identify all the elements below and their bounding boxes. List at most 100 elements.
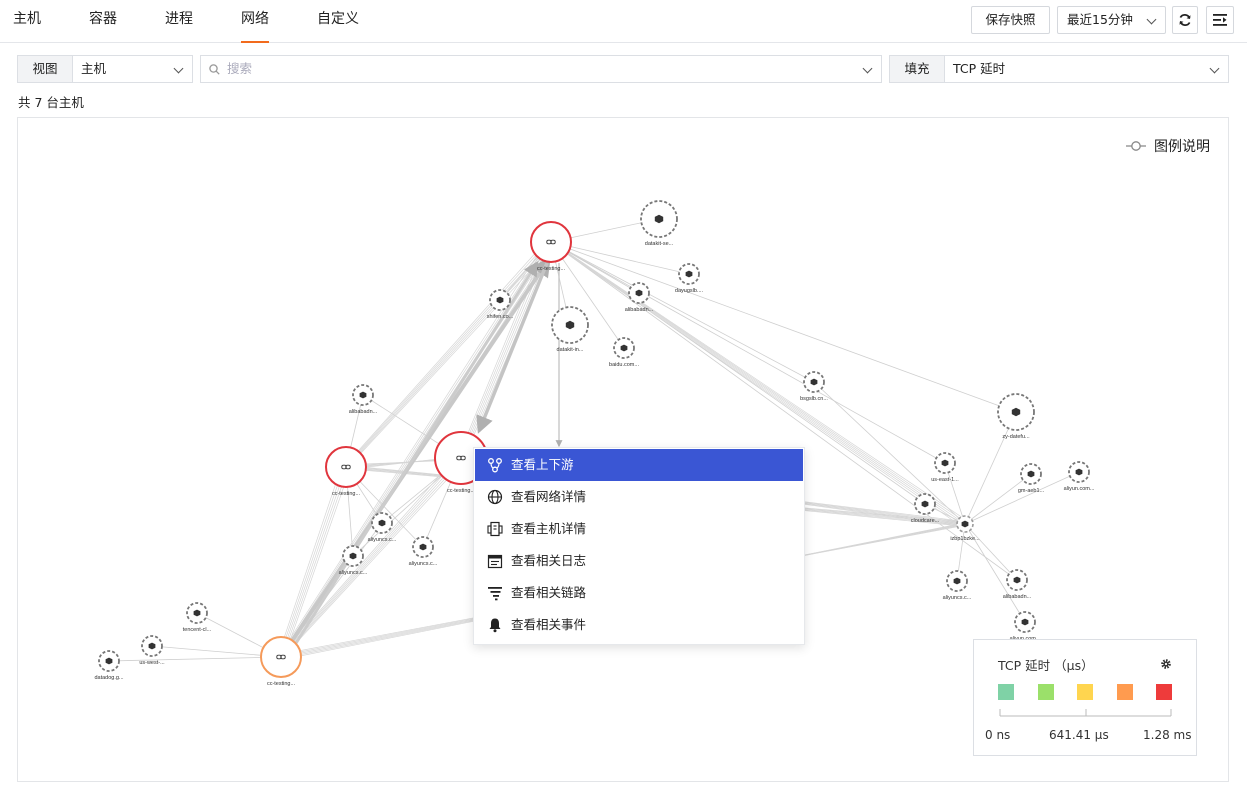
legend-scale <box>999 709 1172 717</box>
search-placeholder: 搜索 <box>227 61 253 76</box>
node-label: zy-datefu... <box>1002 434 1030 440</box>
menu-item-view-related-events[interactable]: 查看相关事件 <box>475 609 803 641</box>
topology-edge <box>284 459 466 656</box>
node-label: datadog.g... <box>94 675 124 681</box>
tab-network[interactable]: 网络 <box>241 0 269 43</box>
cube-icon <box>941 459 949 467</box>
bell-icon <box>489 618 501 633</box>
endpoint-node[interactable] <box>1014 611 1036 633</box>
fill-select-value: TCP 延时 <box>953 61 1006 76</box>
node-label: aliyuncs.c... <box>409 561 438 567</box>
tab-process[interactable]: 进程 <box>165 11 193 27</box>
endpoint-node[interactable] <box>412 536 434 558</box>
search-input[interactable]: 搜索 <box>200 55 882 83</box>
endpoint-node[interactable] <box>352 384 374 406</box>
topology-edge <box>550 241 1017 413</box>
topology-edge <box>550 241 815 383</box>
endpoint-node[interactable] <box>371 512 393 534</box>
legend-swatch-1 <box>998 684 1014 700</box>
topology-edge <box>964 473 1032 525</box>
legend-title: TCP 延时 （μs） <box>998 658 1094 673</box>
endpoint-node[interactable] <box>914 493 936 515</box>
menu-item-view-network-details[interactable]: 查看网络详情 <box>475 481 803 513</box>
node-label: us-east-1... <box>931 477 959 483</box>
tab-custom[interactable]: 自定义 <box>317 11 359 27</box>
legend-swatch-4 <box>1117 684 1133 700</box>
endpoint-node[interactable] <box>678 263 700 285</box>
endpoint-node[interactable] <box>342 545 364 567</box>
endpoint-node[interactable] <box>1006 569 1028 591</box>
node-label: aliyuncs.c... <box>943 595 972 601</box>
menu-item-view-related-logs[interactable]: 查看相关日志 <box>475 545 803 577</box>
tab-container[interactable]: 容器 <box>89 11 117 27</box>
endpoint-node[interactable] <box>613 337 635 359</box>
view-label: 视图 <box>17 55 73 83</box>
topology-edge <box>276 464 343 660</box>
node-label: aliyun.com... <box>1064 486 1095 492</box>
cube-icon <box>635 289 643 297</box>
node-label: cloudcare... <box>911 518 940 524</box>
collapse-menu-button[interactable] <box>1206 6 1234 34</box>
node-label: aliyuncs.c... <box>368 537 397 543</box>
endpoint-node[interactable] <box>934 452 956 474</box>
tab-host[interactable]: 主机 <box>13 11 41 27</box>
menu-item-label: 查看网络详情 <box>511 489 587 504</box>
endpoint-node[interactable] <box>98 650 120 672</box>
endpoint-node[interactable] <box>997 393 1035 431</box>
top-nav: 主机 容器 进程 网络 自定义 保存快照 最近15分钟 <box>0 0 1247 43</box>
topology-edge-heavy <box>476 262 549 434</box>
refresh-button[interactable] <box>1172 6 1198 34</box>
host-node[interactable] <box>956 515 974 533</box>
endpoint-node[interactable] <box>1020 463 1042 485</box>
host-node[interactable] <box>260 636 302 678</box>
topology-edge <box>964 523 1018 581</box>
cube-icon <box>1011 407 1021 417</box>
cube-icon <box>1075 468 1083 476</box>
node-label: datakit-se... <box>645 241 674 247</box>
host-node[interactable] <box>325 446 367 488</box>
save-snapshot-button[interactable]: 保存快照 <box>971 6 1050 34</box>
topology-edge <box>552 242 968 524</box>
fill-select[interactable]: TCP 延时 <box>944 55 1229 83</box>
menu-item-view-related-traces[interactable]: 查看相关链路 <box>475 577 803 609</box>
endpoint-node[interactable] <box>628 282 650 304</box>
host-node[interactable] <box>530 221 572 263</box>
cube-icon <box>1021 618 1029 626</box>
topology-edge <box>349 243 556 466</box>
legend-toggle[interactable]: 图例说明 <box>1126 136 1210 156</box>
topology-edge <box>964 411 1017 525</box>
endpoint-node[interactable] <box>489 289 511 311</box>
link-icon <box>460 455 466 461</box>
endpoint-node[interactable] <box>1068 461 1090 483</box>
menu-item-view-upstream-downstream[interactable]: 查看上下游 <box>475 449 803 481</box>
gear-icon[interactable] <box>1160 658 1172 670</box>
topology-edge <box>548 240 964 526</box>
node-label: bsgslb.cn... <box>800 396 828 402</box>
topology-edge <box>550 241 690 276</box>
cube-icon <box>378 519 386 527</box>
endpoint-node[interactable] <box>640 200 678 238</box>
topology-edge <box>278 240 550 659</box>
cube-icon <box>961 520 969 528</box>
time-range-select[interactable]: 最近15分钟 <box>1057 6 1166 34</box>
chevron-down-icon <box>1146 14 1157 25</box>
legend-toggle-label: 图例说明 <box>1154 139 1210 155</box>
node-label: shifen.co... <box>487 314 514 320</box>
menu-item-label: 查看相关日志 <box>511 553 587 568</box>
node-label: cc-testing... <box>537 266 566 272</box>
network-topology-panel[interactable]: 图例说明 datakit-se...dayugslb....alibabadn.… <box>17 117 1229 782</box>
endpoint-node[interactable] <box>551 306 589 344</box>
node-label: cc-testing... <box>332 491 361 497</box>
node-label: baidu.com... <box>609 362 639 368</box>
endpoint-node[interactable] <box>141 635 163 657</box>
endpoint-node[interactable] <box>803 371 825 393</box>
menu-item-view-host-details[interactable]: 查看主机详情 <box>475 513 803 545</box>
view-select[interactable]: 主机 <box>72 55 193 83</box>
endpoint-node[interactable] <box>186 602 208 624</box>
log-icon <box>487 554 503 569</box>
topology-edge <box>550 241 946 464</box>
cube-icon <box>148 642 156 650</box>
node-label: cc-testing... <box>267 681 296 687</box>
context-menu: 查看上下游 查看网络详情 查看主机详情 查看相关日志 <box>473 447 805 645</box>
endpoint-node[interactable] <box>946 570 968 592</box>
